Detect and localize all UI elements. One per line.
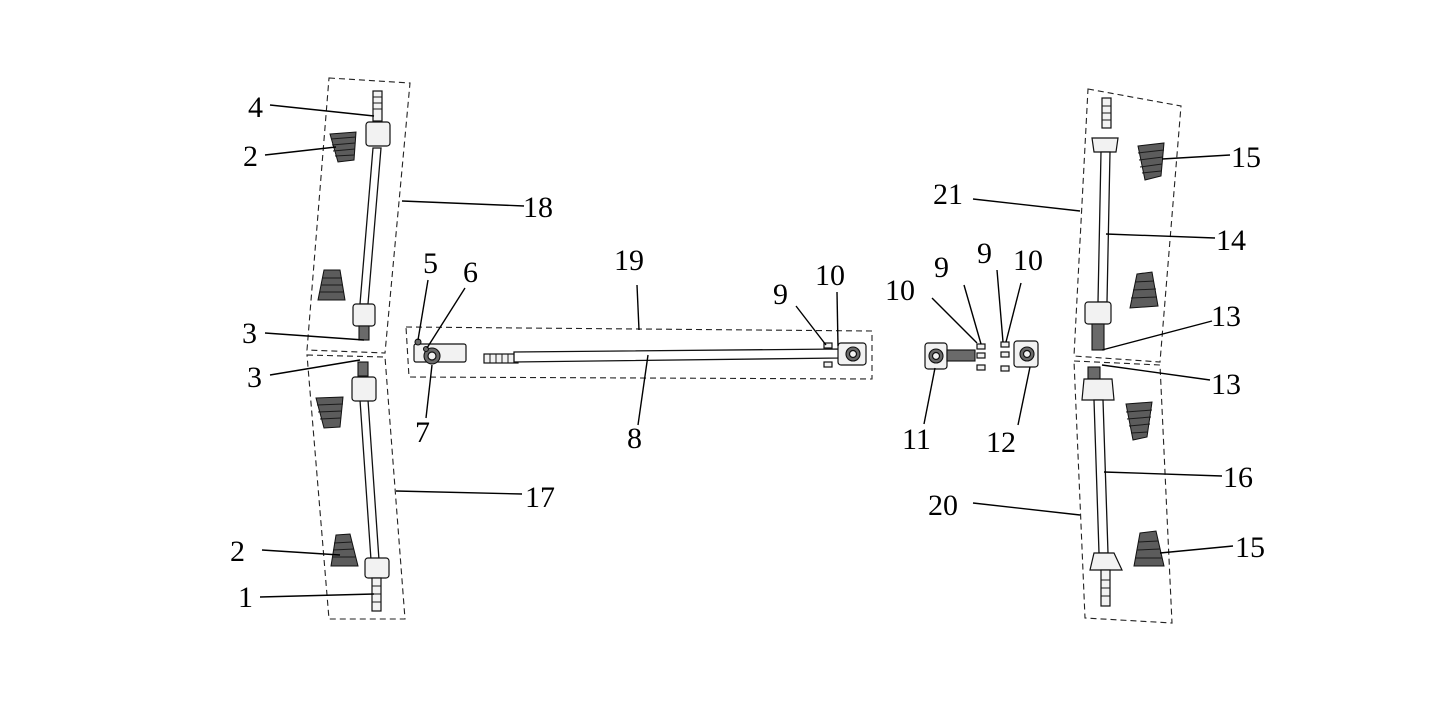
callout-2-lower: 2 — [230, 535, 245, 568]
callout-1: 1 — [238, 581, 253, 614]
group-outline-20 — [1073, 360, 1173, 624]
axle-shaft-lower-left — [359, 399, 380, 561]
cv-joint-inner-lower-right — [1081, 378, 1115, 401]
bolt-9-prop — [823, 342, 833, 349]
propeller-shaft-assembly — [405, 326, 873, 380]
callout-3-upper: 3 — [242, 317, 257, 350]
propeller-tube-8 — [513, 348, 841, 363]
callout-14: 14 — [1216, 224, 1246, 257]
callout-16: 16 — [1223, 461, 1253, 494]
callout-7: 7 — [415, 416, 430, 449]
spline-stub-13-upper — [1091, 323, 1105, 351]
axle-shaft-upper-left — [359, 147, 382, 305]
callout-labels: 1 2 2 3 3 4 5 6 7 8 9 9 9 10 10 10 11 12… — [230, 91, 1265, 614]
cv-boot-2-upper — [329, 131, 357, 163]
axle-shaft-14 — [1097, 151, 1111, 303]
cv-joint-outer-upper-right — [1091, 137, 1119, 153]
spline-stub-4 — [372, 90, 383, 122]
callout-10-prop: 10 — [815, 259, 845, 292]
cv-boot-15-upper — [1137, 142, 1165, 181]
callout-19: 19 — [614, 244, 644, 277]
cv-boot-2-lower — [330, 533, 359, 567]
callout-3-lower: 3 — [247, 361, 262, 394]
front-left-axle-assembly — [306, 77, 411, 354]
callout-21: 21 — [933, 178, 963, 211]
callout-12: 12 — [986, 426, 1016, 459]
cv-joint-outer-upper — [365, 121, 391, 147]
spline-stub-3-lower — [357, 361, 369, 377]
callout-4: 4 — [248, 91, 263, 124]
callout-11: 11 — [902, 423, 931, 456]
callout-20: 20 — [928, 489, 958, 522]
nut-10-c — [1000, 365, 1010, 372]
bolt-9-c — [1000, 341, 1010, 348]
callout-15-lower: 15 — [1235, 531, 1265, 564]
group-outline-17 — [306, 354, 406, 620]
group-outline-19 — [405, 326, 873, 380]
nut-10-b — [1000, 351, 1010, 358]
rear-right-axle-assembly — [1073, 360, 1173, 624]
callout-2-upper: 2 — [243, 140, 258, 173]
cv-boot-lower-of-upper-shaft — [317, 269, 346, 301]
callout-17: 17 — [525, 481, 555, 514]
callout-5: 5 — [423, 247, 438, 280]
callout-9-prop: 9 — [773, 278, 788, 311]
callout-13-lower: 13 — [1211, 368, 1241, 401]
spline-stub-3-upper — [358, 325, 370, 341]
cv-joint-inner-upper-right — [1084, 301, 1112, 325]
front-right-axle-assembly — [306, 354, 406, 620]
cv-joint-outer-lower-right — [1089, 552, 1123, 571]
cv-boot-upper-of-lower-shaft — [315, 396, 344, 429]
group-outline-21 — [1073, 88, 1182, 363]
nut-10-a — [976, 364, 986, 371]
callout-13-upper: 13 — [1211, 300, 1241, 333]
spline-end-8 — [483, 353, 519, 364]
leader-lines — [259, 104, 1234, 598]
bolt-9-b — [976, 352, 986, 359]
callout-18: 18 — [523, 191, 553, 224]
callout-6: 6 — [463, 256, 478, 289]
coupling-spline-11 — [946, 349, 976, 362]
cv-joint-outer-lower — [364, 557, 390, 579]
cv-boot-15-lower — [1133, 530, 1165, 567]
group-outline-18 — [306, 77, 411, 354]
cv-joint-inner-lower — [351, 376, 377, 402]
callout-10-a: 10 — [885, 274, 915, 307]
coupling-assembly — [924, 340, 1039, 372]
cv-joint-inner-upper — [352, 303, 376, 327]
callout-8: 8 — [627, 422, 642, 455]
callout-15-upper: 15 — [1231, 141, 1261, 174]
rear-left-axle-assembly — [1073, 88, 1182, 363]
cv-boot-upper-of-shaft-16 — [1125, 401, 1153, 441]
bolt-9-a — [976, 343, 986, 350]
callout-9-a: 9 — [934, 251, 949, 284]
axle-shaft-16 — [1093, 399, 1109, 554]
spline-stub-13-lower — [1087, 366, 1101, 380]
nut-10-prop — [823, 361, 833, 368]
cv-boot-lower-of-shaft-14 — [1129, 271, 1159, 309]
callout-9-b: 9 — [977, 237, 992, 270]
callout-10-b: 10 — [1013, 244, 1043, 277]
